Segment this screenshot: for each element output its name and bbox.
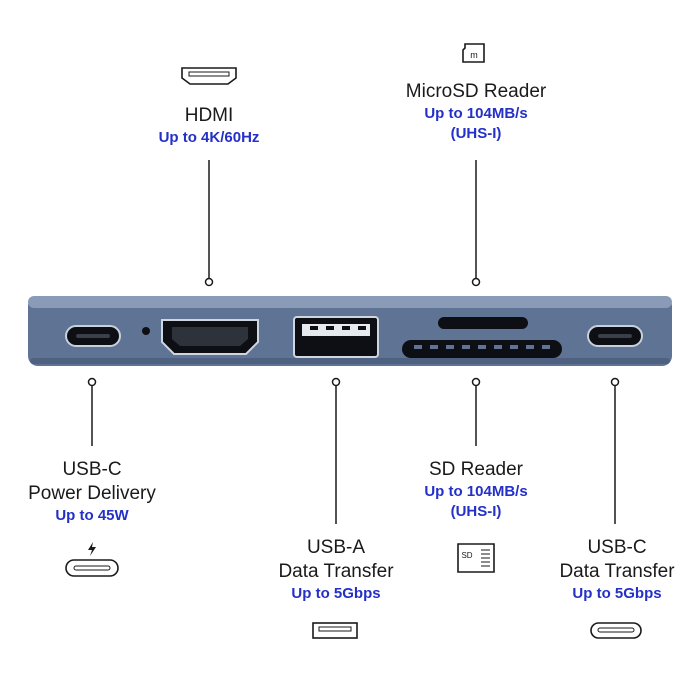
microsd-label: MicroSD Reader Up to 104MB/s (UHS-I): [386, 80, 566, 144]
microsd-spec-1: Up to 104MB/s: [424, 105, 528, 122]
sd-card-icon: SD: [457, 543, 495, 573]
svg-text:m: m: [470, 50, 478, 60]
usbc-pd-name-2: Power Delivery: [28, 483, 156, 504]
usbc-data-spec: Up to 5Gbps: [572, 585, 662, 602]
svg-text:SD: SD: [461, 551, 472, 560]
microsd-spec-2: (UHS-I): [450, 125, 502, 142]
lightning-icon: [88, 542, 96, 556]
usbc-pd-spec: Up to 45W: [55, 507, 129, 524]
sd-spec-2: (UHS-I): [450, 503, 502, 520]
usbc-data-name-1: USB-C: [587, 537, 647, 558]
usba-name-2: Data Transfer: [278, 561, 394, 582]
microsd-leader-dot: [471, 277, 481, 287]
indicator-led: [142, 327, 150, 335]
sd-label: SD Reader Up to 104MB/s (UHS-I): [386, 458, 566, 522]
usb-a-port: [293, 316, 379, 358]
usbc-pd-name-1: USB-C: [62, 459, 122, 480]
usba-name-1: USB-A: [306, 537, 366, 558]
usb-c-power-port: [65, 325, 121, 347]
hdmi-name: HDMI: [184, 105, 234, 126]
usbc-data-leader-dot: [610, 377, 620, 387]
usbc-data-name-2: Data Transfer: [559, 561, 675, 582]
sd-leader-dot: [471, 377, 481, 387]
microsd-icon: m: [462, 43, 485, 63]
usb-c-power-icon: [65, 542, 119, 577]
usbc-pd-leader-dot: [87, 377, 97, 387]
microsd-slot: [438, 317, 528, 329]
usba-spec: Up to 5Gbps: [291, 585, 381, 602]
usb-c-data-port: [587, 325, 643, 347]
sd-slot: [402, 340, 562, 358]
usbc-pd-label: USB-C Power Delivery Up to 45W: [12, 458, 172, 526]
hdmi-leader-dot: [204, 277, 214, 287]
sd-name: SD Reader: [429, 459, 523, 480]
sd-spec-1: Up to 104MB/s: [424, 483, 528, 500]
hdmi-icon: [181, 67, 237, 85]
usba-leader-dot: [331, 377, 341, 387]
usbc-data-label: USB-C Data Transfer Up to 5Gbps: [537, 536, 697, 604]
hdmi-label: HDMI Up to 4K/60Hz: [139, 104, 279, 148]
hdmi-spec: Up to 4K/60Hz: [158, 129, 260, 146]
usb-c-data-icon: [590, 622, 642, 639]
usba-label: USB-A Data Transfer Up to 5Gbps: [256, 536, 416, 604]
hdmi-port: [161, 319, 259, 355]
usb-a-icon: [312, 622, 358, 639]
microsd-name: MicroSD Reader: [405, 81, 547, 102]
